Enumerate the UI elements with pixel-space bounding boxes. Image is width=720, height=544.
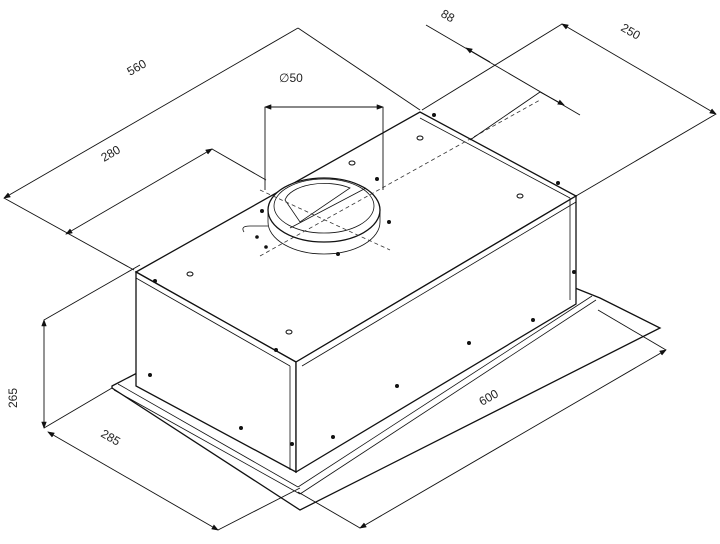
label-top-depth: 250 <box>619 20 644 42</box>
dim-duct-diameter: ∅50 <box>264 71 384 190</box>
dim-height: 265 <box>6 264 141 429</box>
label-body-width: 560 <box>125 56 150 78</box>
label-duct-diameter: ∅50 <box>279 71 303 85</box>
label-half-width: 280 <box>99 142 124 164</box>
label-duct-offset: 88 <box>439 6 458 25</box>
label-height: 265 <box>6 388 20 408</box>
label-base-depth: 285 <box>99 426 124 448</box>
duct-collar <box>242 99 541 257</box>
hood-body <box>134 111 578 474</box>
dim-duct-offset: 88 <box>425 6 581 116</box>
